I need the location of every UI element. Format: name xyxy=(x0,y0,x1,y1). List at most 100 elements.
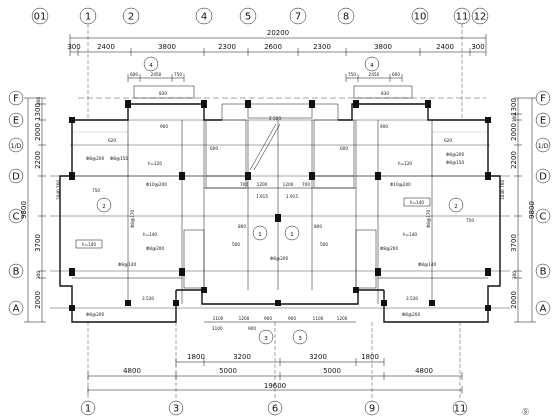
axis-label-top-2: 2 xyxy=(128,12,134,23)
column xyxy=(69,305,75,311)
column xyxy=(245,100,251,108)
inner-label: 500 xyxy=(320,242,328,247)
mid-dim: 3.530 xyxy=(406,296,418,301)
inner-label: 620 xyxy=(108,138,116,143)
bay-marker xyxy=(364,56,380,72)
mid-dim: 1100 xyxy=(213,316,224,321)
rebar-label: Φ8@200 xyxy=(402,312,420,317)
axis-bubble xyxy=(337,7,355,25)
column xyxy=(179,172,185,180)
column xyxy=(375,268,381,276)
column xyxy=(125,300,131,306)
axis-label-top-5: 5 xyxy=(245,12,251,23)
mid-dim: 1200 xyxy=(239,316,250,321)
dim-top-seg: 2600 xyxy=(264,43,282,51)
dim-right-seg: 3700 xyxy=(510,234,518,252)
axis-bubble xyxy=(31,7,49,25)
column xyxy=(353,287,359,293)
mid-dim: 900 xyxy=(288,316,296,321)
slab-label: h=120 xyxy=(398,161,412,166)
balcony-dim: 2450 xyxy=(151,72,162,77)
stair-dim: 1.915 xyxy=(286,194,298,199)
dim-top-seg: 3800 xyxy=(374,43,392,51)
slab-label: h=140 xyxy=(82,242,96,247)
dim-bottom-row2: 4800 xyxy=(415,367,433,375)
stair-dim: 700 xyxy=(240,182,248,187)
columns xyxy=(69,100,491,311)
dim-left-seg: 2000 xyxy=(34,291,42,309)
balcony-dim: 600 xyxy=(392,72,400,77)
dim-right-seg: 300 xyxy=(512,271,517,279)
inner-label: 900 xyxy=(248,326,256,331)
rebar-label: Φ8@200 xyxy=(86,312,104,317)
inner-label: 760 xyxy=(56,180,61,188)
axis-label-left-B: B xyxy=(13,267,20,278)
inner-label: 600 xyxy=(210,146,218,151)
axis-extension-lines xyxy=(87,24,463,400)
axis-grid-lines xyxy=(50,97,510,309)
dim-right-total: 9800 xyxy=(528,201,536,219)
stair-dimensions: 700 1200 1200 700 1.915 1.915 xyxy=(240,182,310,199)
axis-label-bottom-11: 11 xyxy=(454,404,467,415)
dim-left-seg: 1300 xyxy=(34,103,42,121)
axis-bubble xyxy=(411,7,429,25)
mid-dimensions: 1100 1200 900 900 1100 1200 3.530 3.530 xyxy=(142,296,418,323)
balcony-dim: 600 xyxy=(130,72,138,77)
top-dimensions: 20200 300 2400 3800 2300 2600 2300 3800 … xyxy=(67,29,487,56)
column xyxy=(173,300,179,306)
stair-dim: 1200 xyxy=(257,182,268,187)
axis-label-left-E: E xyxy=(13,116,19,127)
slab-label: h=140 xyxy=(143,232,157,237)
rebar-label: Φ8@150 xyxy=(110,156,128,161)
axis-label-left-F: F xyxy=(13,94,19,105)
axis-label-top-10: 10 xyxy=(414,12,427,23)
dim-left-seg: 3700 xyxy=(34,234,42,252)
axis-label-bottom-3: 3 xyxy=(173,404,179,415)
column xyxy=(179,268,185,276)
inner-label: 750 xyxy=(466,218,474,223)
corner-mark: Ⓢ xyxy=(522,408,529,416)
axis-label-right-B: B xyxy=(540,267,547,278)
axis-label-right-A: A xyxy=(540,304,547,315)
rebar-labels: Φ8@200 Φ8@150 Φ8@200 Φ8@150 Φ10@200 Φ8@1… xyxy=(86,152,464,317)
rebar-label: Φ10@200 xyxy=(390,182,411,187)
balcony-dim: 830 xyxy=(159,91,167,96)
hatched-zones xyxy=(71,119,489,289)
top-balconies: 4 4 600 2450 750 750 2450 600 830 830 xyxy=(127,56,413,99)
bay-marker-label: 3 xyxy=(264,336,268,342)
axis-bubble xyxy=(289,7,307,25)
dim-left-seg: 300 xyxy=(36,97,41,105)
axis-label-left-A: A xyxy=(13,304,20,315)
stair-dim: 1.915 xyxy=(256,194,268,199)
bay-marker-label: 2 xyxy=(454,204,458,210)
inner-label: 620 xyxy=(444,138,452,143)
dim-bottom-row2: 4800 xyxy=(123,367,141,375)
dim-top-total: 20200 xyxy=(267,29,289,37)
column xyxy=(69,117,75,123)
column xyxy=(125,100,131,108)
column xyxy=(201,287,207,293)
axis-label-bottom-1: 1 xyxy=(85,404,91,415)
axis-label-bottom-6: 6 xyxy=(272,404,278,415)
dim-right-seg: 300 xyxy=(512,114,517,122)
mid-dim: 3.530 xyxy=(142,296,154,301)
dim-top-seg: 3800 xyxy=(158,43,176,51)
dim-left-seg: 2000 xyxy=(34,123,42,141)
dim-left-seg: 300 xyxy=(36,271,41,279)
mid-dim: 1200 xyxy=(337,316,348,321)
dim-top-seg: 300 xyxy=(67,43,80,51)
column xyxy=(353,100,359,108)
balcony-dim: 750 xyxy=(174,72,182,77)
bay-marker xyxy=(143,56,159,72)
axis-label-right-F: F xyxy=(540,94,546,105)
bay-marker-label: 3 xyxy=(298,336,302,342)
axis-label-right-1D: 1/D xyxy=(538,143,549,150)
left-dimensions: 9800 300 1300 2000 2200 3700 300 2000 xyxy=(20,97,46,323)
column xyxy=(69,172,75,180)
rebar-label: Φ8@150 xyxy=(446,160,464,165)
balcony-dim: 750 xyxy=(348,72,356,77)
axis-label-left-1D: 1/D xyxy=(11,143,22,150)
top-axis-bubbles: 01 1 2 4 5 7 8 10 11 12 xyxy=(31,7,489,25)
inner-label: 750 xyxy=(92,188,100,193)
axis-label-left-C: C xyxy=(13,212,20,223)
